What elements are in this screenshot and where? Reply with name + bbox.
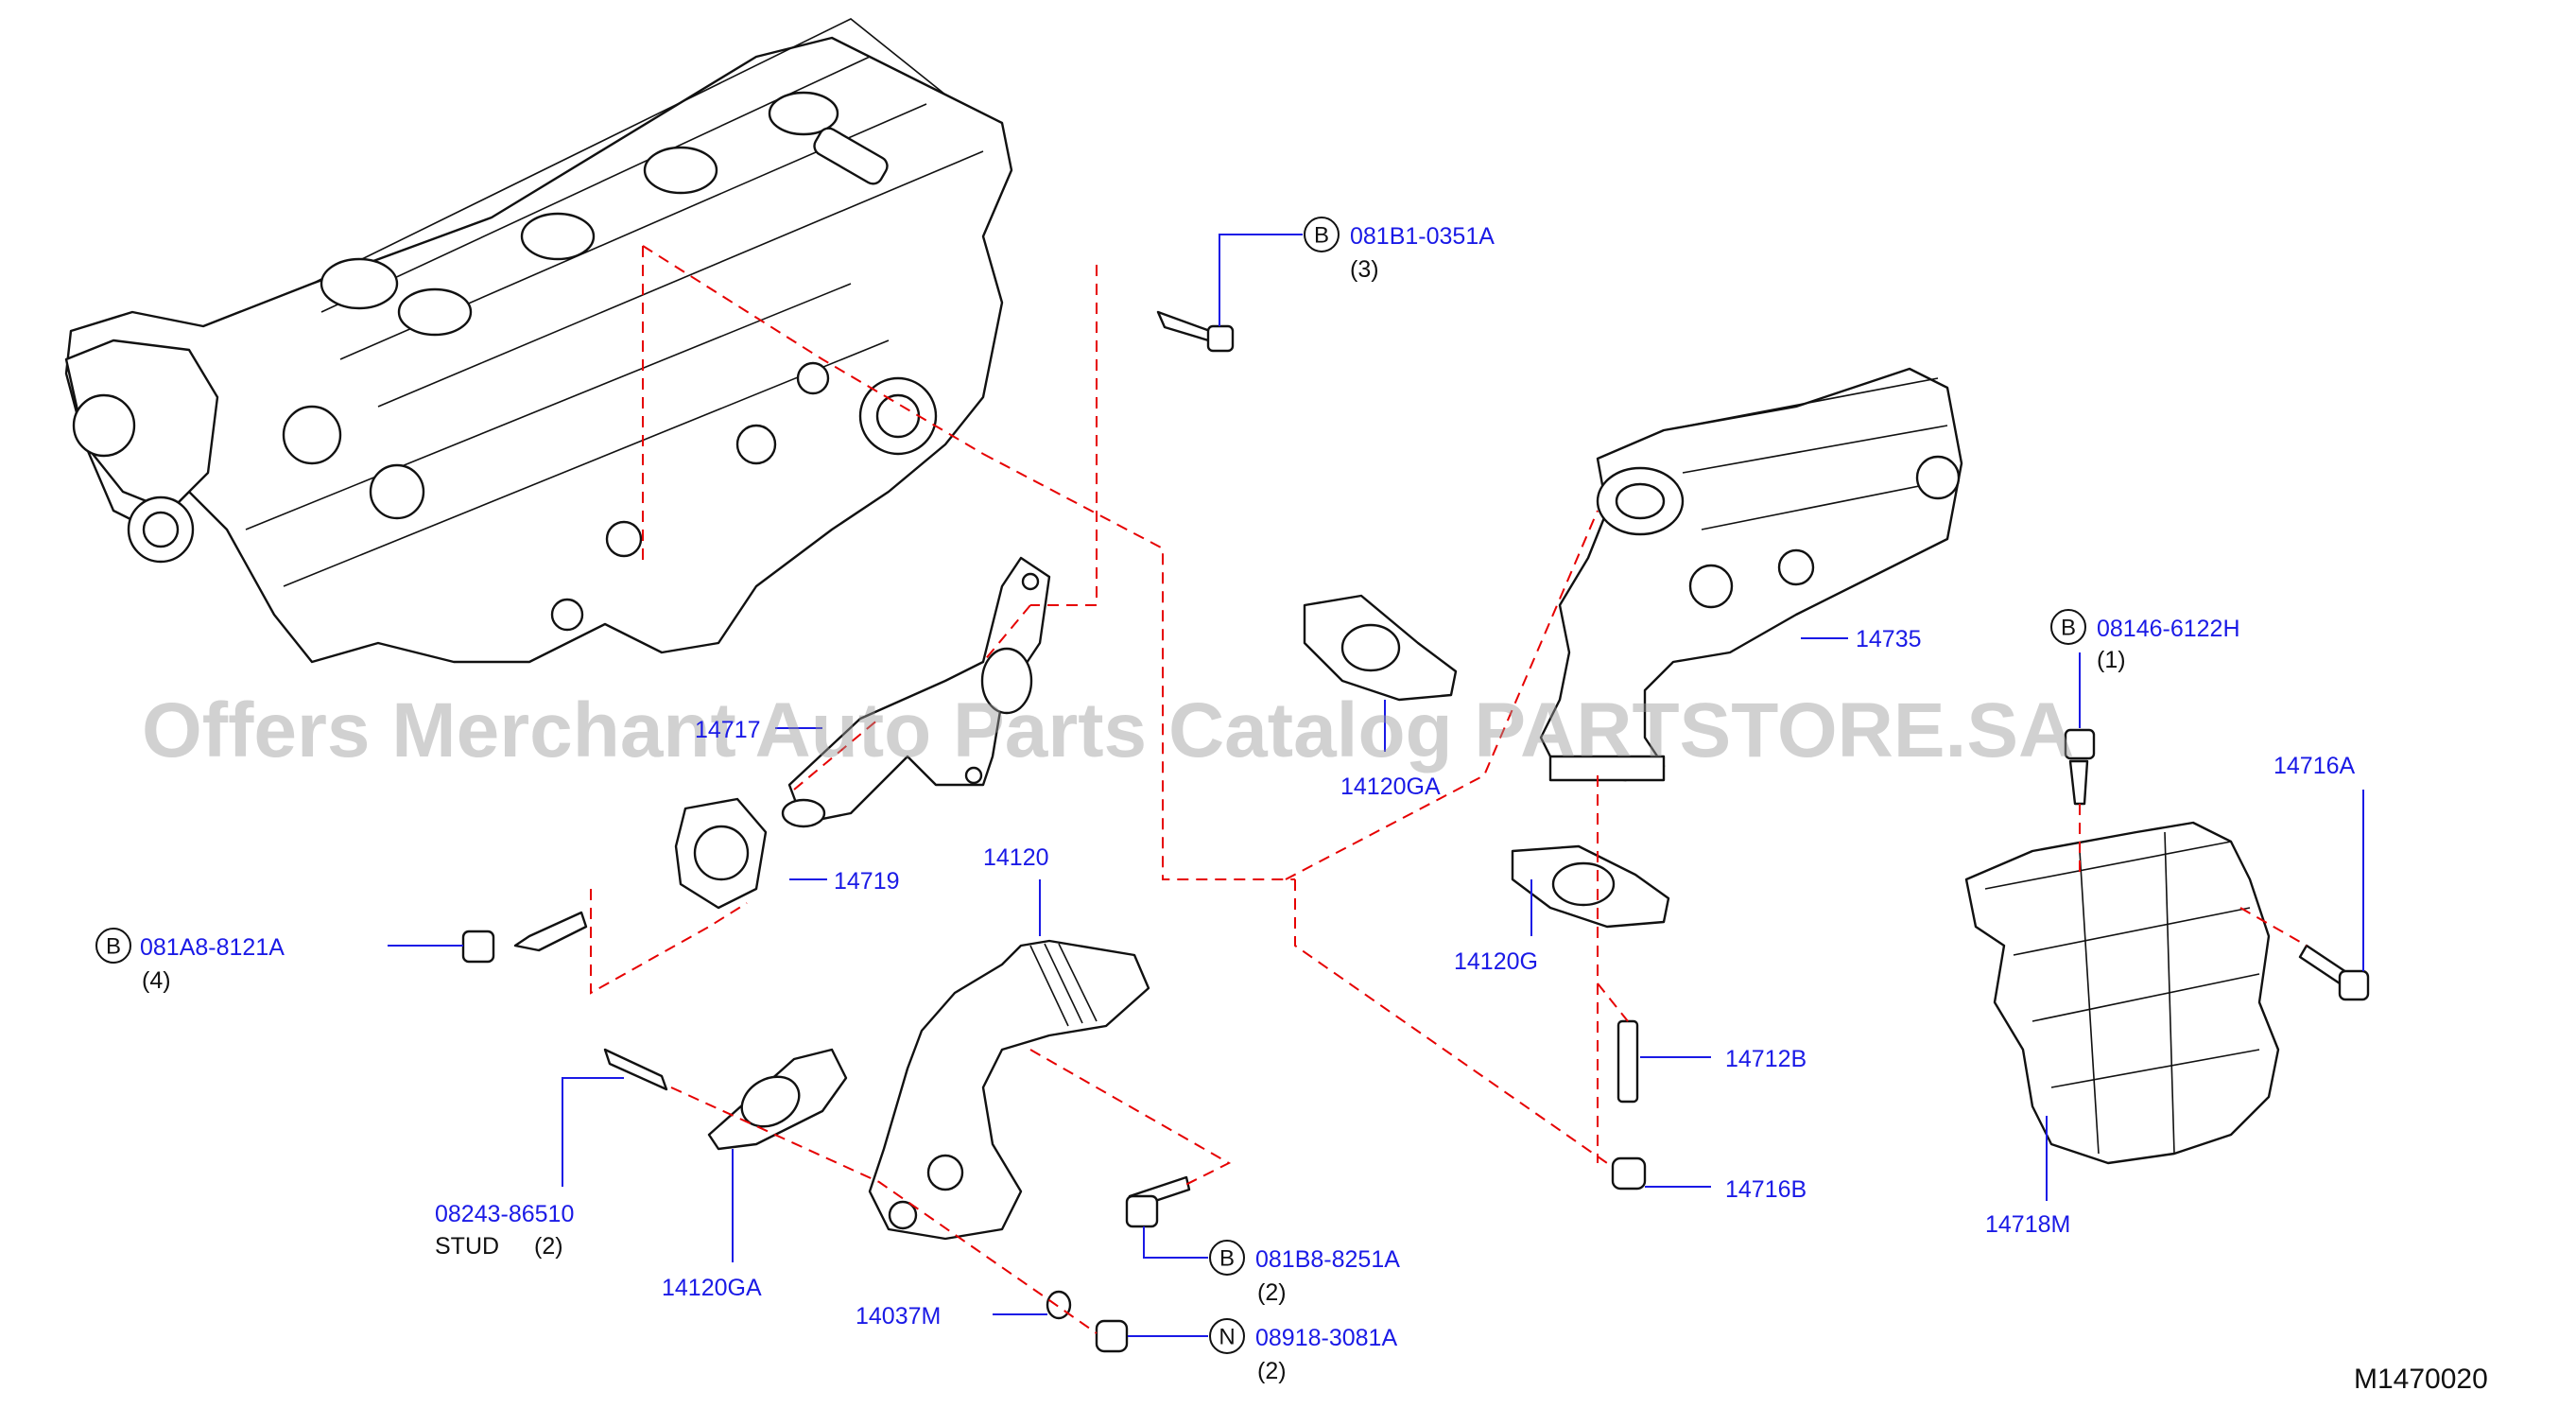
label-stud: STUD [435, 1233, 499, 1260]
part-number[interactable]: 081B1-0351A [1350, 223, 1495, 250]
label-14120ga-top[interactable]: 14120GA [1340, 774, 1441, 800]
watermark-text: Offers Merchant Auto Parts Catalog PARTS… [142, 687, 2074, 774]
label-stud-qty: (2) [534, 1233, 563, 1260]
prefix-letter: N [1219, 1325, 1235, 1350]
label-14712b[interactable]: 14712B [1725, 1046, 1807, 1072]
egr-adapter [781, 556, 1051, 828]
gasket-14120g [1511, 844, 1670, 929]
label-14718m[interactable]: 14718M [1985, 1211, 2070, 1238]
egr-valve-assembly [1539, 367, 1963, 782]
prefix-letter: B [106, 934, 121, 960]
part-number[interactable]: 081B8-8251A [1255, 1246, 1400, 1273]
part-number[interactable]: 08918-3081A [1255, 1325, 1397, 1351]
bolt-prefix-badge [95, 928, 131, 964]
label-08243-86510[interactable]: 08243-86510 [435, 1201, 574, 1227]
part-qty: (3) [1350, 256, 1379, 283]
egr-tube [868, 939, 1150, 1241]
part-number[interactable]: 081A8-8121A [140, 934, 285, 961]
label-14120ga-bottom[interactable]: 14120GA [662, 1275, 762, 1301]
label-14120[interactable]: 14120 [983, 844, 1049, 871]
prefix-letter: B [2061, 616, 2076, 641]
part-qty: (1) [2097, 647, 2126, 673]
part-number[interactable]: 08146-6122H [2097, 616, 2240, 642]
heat-shield [1964, 821, 2280, 1165]
callout-bolt-right[interactable]: B 08146-6122H (1) [2050, 609, 2240, 673]
leader-lines [388, 234, 2364, 1337]
part-qty: (2) [1257, 1358, 1287, 1384]
bolt-prefix-badge [1209, 1240, 1245, 1276]
label-14717[interactable]: 14717 [695, 717, 761, 743]
assembly-lines [590, 245, 2308, 1334]
part-qty: (4) [142, 967, 171, 994]
diagram-code: M1470020 [2354, 1364, 2488, 1395]
gasket-14719 [674, 797, 768, 910]
callout-bolt-bottom[interactable]: B 081B8-8251A (2) [1209, 1240, 1400, 1306]
label-14719[interactable]: 14719 [834, 868, 900, 895]
callout-bolt-top[interactable]: B 081B1-0351A (3) [1304, 217, 1495, 283]
gasket-14120ga-top [1303, 594, 1458, 702]
gasket-14120ga-bottom [707, 1048, 848, 1151]
label-14716b[interactable]: 14716B [1725, 1176, 1807, 1203]
nut-prefix-badge [1209, 1318, 1245, 1354]
callout-nut-bottom[interactable]: N 08918-3081A (2) [1209, 1318, 1397, 1384]
label-14735[interactable]: 14735 [1856, 626, 1922, 652]
bolt-prefix-badge [2050, 609, 2086, 645]
label-14037m[interactable]: 14037M [856, 1303, 941, 1330]
label-14120g[interactable]: 14120G [1454, 948, 1538, 975]
label-14716a[interactable]: 14716A [2273, 753, 2356, 779]
prefix-letter: B [1219, 1246, 1235, 1272]
fasteners [461, 310, 2370, 1353]
part-qty: (2) [1257, 1279, 1287, 1306]
bolt-prefix-badge [1304, 217, 1340, 252]
callout-bolt-left[interactable]: B 081A8-8121A (4) [95, 928, 285, 994]
engine-cylinder-head [64, 18, 1013, 664]
prefix-letter: B [1314, 223, 1329, 249]
